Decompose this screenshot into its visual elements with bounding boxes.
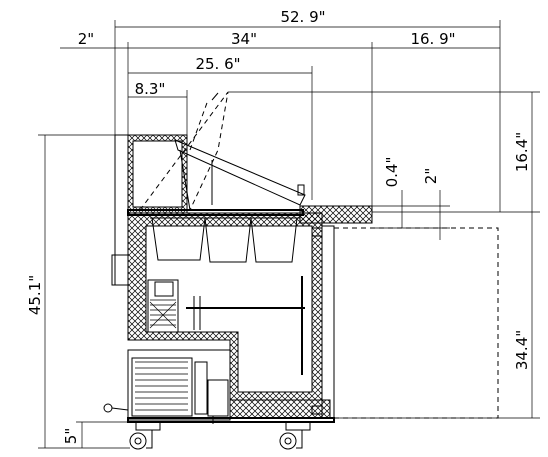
condenser-coil — [135, 361, 188, 411]
condensing-unit-housing — [127, 349, 231, 421]
dimension-lines — [38, 20, 540, 449]
dimension-labels: 52. 9" 2" 34" 16. 9" 25. 6" 8.3" 45.1" 5… — [26, 8, 531, 444]
front-caster — [279, 421, 311, 450]
caster-height-label: 5" — [62, 428, 80, 444]
lid-open-inner — [189, 99, 209, 151]
total-height-label: 45.1" — [26, 275, 44, 315]
cabinet-drawing — [103, 91, 499, 450]
front-caster-wheel — [279, 432, 297, 450]
food-pan-1 — [151, 217, 206, 261]
body-depth-label: 34" — [231, 30, 257, 48]
shelf-gap-label: 2" — [422, 168, 440, 184]
lid-handle-open — [211, 92, 219, 101]
top-thickness-label: 0.4" — [383, 157, 401, 188]
food-pan-3 — [250, 217, 298, 263]
rear-bracket — [111, 254, 129, 286]
rear-caster-hub — [134, 437, 142, 445]
pan-depth-label: 25. 6" — [195, 55, 240, 73]
rear-caster-plate — [135, 421, 161, 431]
door-hinge-top — [311, 227, 323, 237]
rear-rail-cavity — [132, 140, 183, 208]
front-caster-fork — [290, 429, 303, 449]
front-caster-hub — [284, 437, 292, 445]
power-plug — [103, 403, 113, 413]
rear-caster-wheel — [129, 432, 147, 450]
base-rail — [127, 417, 335, 423]
coil-cross — [149, 301, 177, 329]
rear-caster — [129, 421, 161, 450]
compressor-box — [207, 379, 229, 417]
cutting-board — [299, 205, 373, 224]
power-cord — [111, 407, 129, 411]
overall-width-label: 52. 9" — [280, 8, 325, 26]
lid-handle — [297, 184, 305, 196]
left-offset-label: 2" — [78, 30, 94, 48]
evaporator-fan — [154, 281, 174, 297]
front-caster-plate — [285, 421, 311, 431]
cabinet-door — [321, 225, 335, 419]
cabinet-floor — [229, 399, 331, 419]
pan-rail-top — [127, 209, 304, 216]
lid-open-outline — [139, 91, 229, 211]
lid-closed — [174, 139, 306, 206]
evaporator-coil — [147, 279, 179, 333]
food-pan-2 — [204, 217, 252, 263]
lid-hinge-arm — [179, 149, 191, 211]
compressor — [194, 361, 208, 415]
top-height-label: 16.4" — [513, 132, 531, 172]
counter-height-label: 34.4" — [513, 330, 531, 370]
condenser-frame — [131, 357, 193, 417]
lid-extension-label: 16. 9" — [410, 30, 455, 48]
rear-caster-fork — [140, 429, 153, 449]
door-hinge-bottom — [311, 405, 323, 415]
rear-panel — [114, 134, 129, 286]
door-swing-outline — [334, 227, 499, 419]
rail-depth-label: 8.3" — [135, 80, 166, 98]
